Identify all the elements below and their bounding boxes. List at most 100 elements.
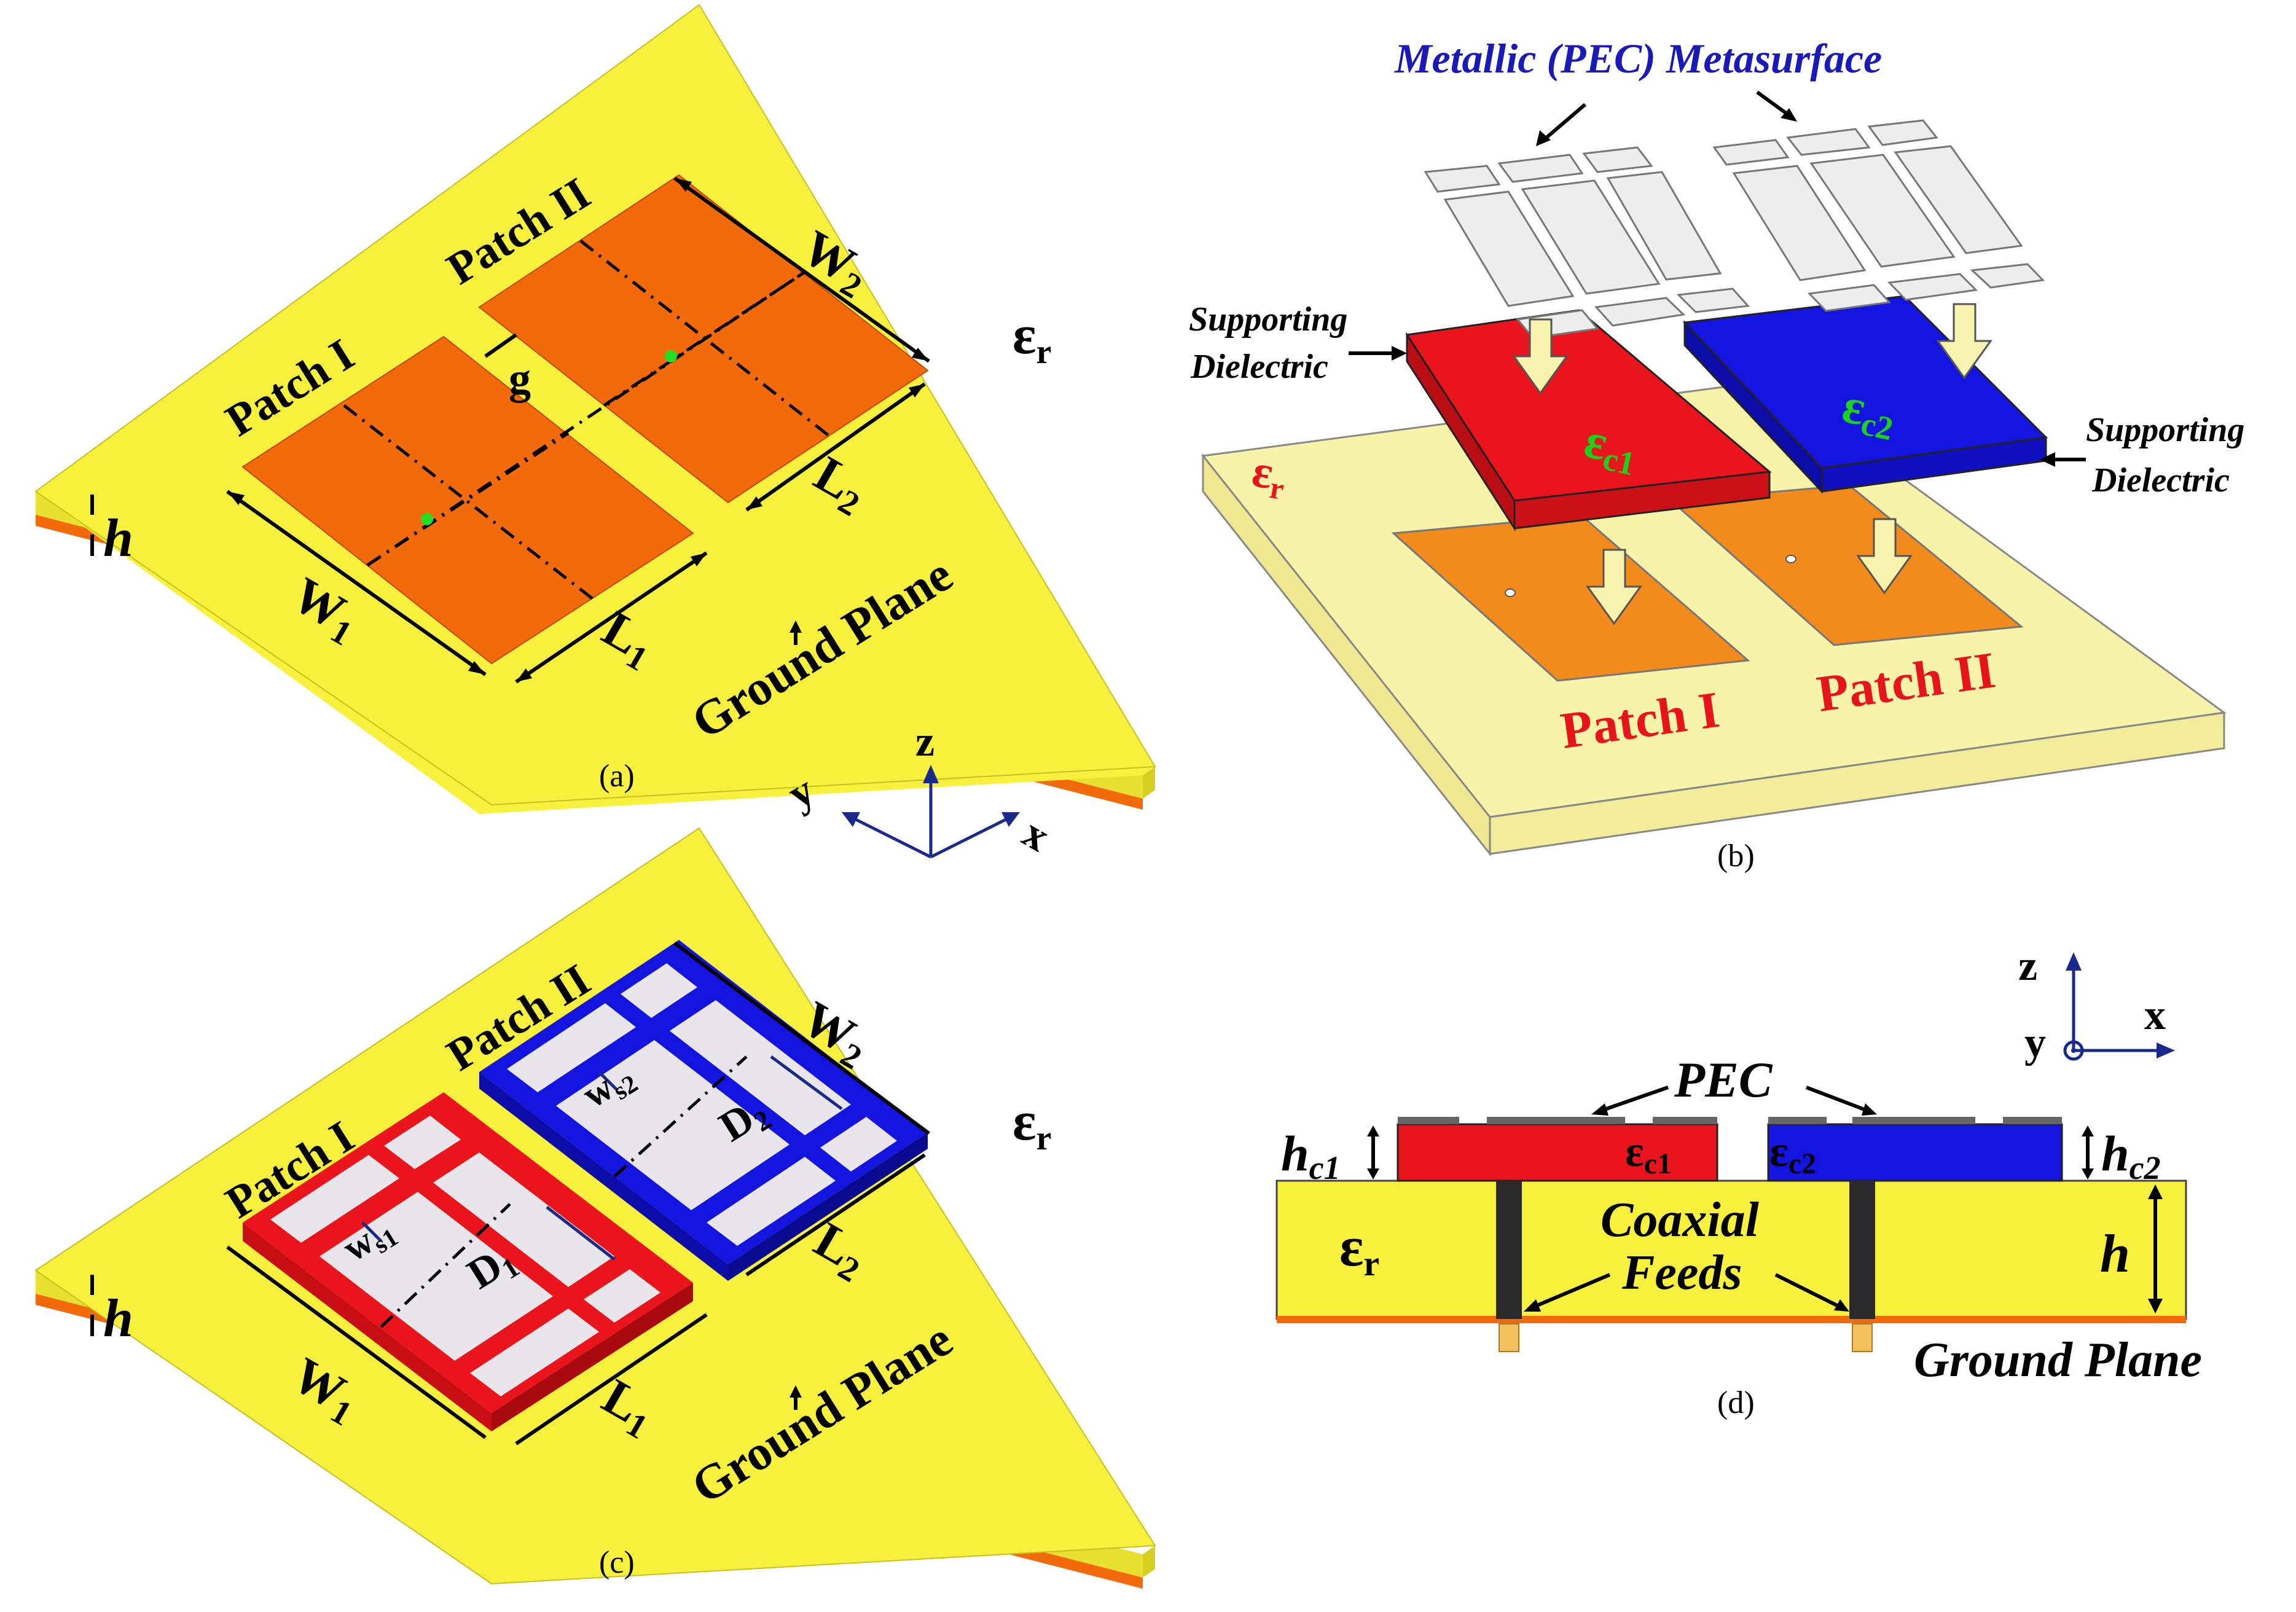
dim-g-arrow [484, 333, 517, 358]
center-line-p1-a [343, 404, 594, 600]
substrate-a-top-face [34, 4, 1156, 806]
dim-w2-arrow-c [673, 941, 930, 1135]
label-support-right-1: Supporting [2086, 411, 2244, 449]
dim-w1-arrow-c [226, 1245, 487, 1439]
dim-ws1-arrow [361, 1221, 382, 1242]
dielectric-red-c-right [492, 1283, 693, 1431]
pointer-pec-right [1805, 1086, 1872, 1114]
pointer-coax-right-head [1834, 1299, 1849, 1312]
label-epsr-a: εr [1013, 305, 1051, 371]
label-epsr-c: εr [1013, 1091, 1051, 1157]
axis-y-d-dot [2063, 1040, 2084, 1061]
axis-x-d-head [2157, 1043, 2175, 1058]
dim-l1-head-2 [691, 553, 707, 566]
caption-b: (b) [1717, 839, 1755, 874]
label-coax-1: Coaxial [1601, 1193, 1760, 1247]
label-h-a: h [103, 509, 133, 568]
label-h-c: h [103, 1289, 133, 1348]
dim-hc1-head-bot [1367, 1168, 1379, 1180]
axis-y-line [850, 815, 932, 859]
substrate-a-side-right [1143, 767, 1155, 799]
label-hc2-d: hc2 [2101, 1125, 2161, 1186]
label-h-d: h [2100, 1224, 2130, 1284]
patch-1-a [241, 335, 694, 665]
dim-w1-head-2 [468, 661, 485, 675]
center-line-p2b-a [603, 271, 805, 407]
dim-w2-arrow [673, 176, 930, 363]
dim-l2-arrow-c [745, 1153, 926, 1277]
coax-connector-1 [1499, 1323, 1519, 1352]
ground-pointer-head-c [789, 1385, 802, 1398]
ground-plane-d [1277, 1316, 2186, 1323]
axis-x-head [1001, 812, 1020, 827]
dielectric-red-c-front [243, 1223, 492, 1431]
feed-hole-2-b [1785, 555, 1796, 563]
feed-hole-1-b [1505, 589, 1516, 597]
caption-d: (d) [1717, 1385, 1755, 1420]
substrate-c-top-face [34, 827, 1156, 1585]
pointer-meta-left [1541, 103, 1586, 143]
label-g-a: g [509, 354, 531, 403]
dim-l1-arrow [515, 551, 708, 684]
metasurface-right [1712, 119, 2045, 312]
pointer-coax-left-head [1524, 1299, 1541, 1312]
label-ground-d: Ground Plane [1914, 1333, 2202, 1387]
label-support-left-1: Supporting [1189, 300, 1347, 338]
caption-c: (c) [599, 1545, 635, 1580]
label-eps-c1-b: εc1 [1579, 412, 1644, 483]
dim-hc2-head-top [2082, 1125, 2094, 1137]
panel-d: z x y PEC hc1 hc2 εc1 εc2 εr Coaxial Fee… [1275, 942, 2202, 1420]
metasurface-left [1424, 146, 1750, 339]
label-hc1-d: hc1 [1281, 1125, 1341, 1186]
axis-z-head [923, 765, 939, 783]
pointer-support-left-head [1392, 346, 1407, 361]
dim-d1-arrow [546, 1206, 616, 1261]
dim-l2-head-1 [746, 496, 762, 510]
label-eps-c2-d: εc2 [1769, 1127, 1816, 1180]
axis-z-label: z [915, 718, 934, 765]
caption-a: (a) [599, 759, 635, 794]
dim-w2-head-1 [675, 178, 692, 192]
feed-point-1-a [421, 513, 433, 525]
axis-y-head [842, 812, 860, 827]
dim-l1-head-1 [516, 668, 532, 682]
pointer-pec-left-head [1591, 1103, 1608, 1116]
substrate-d [1275, 1180, 2187, 1320]
dim-w2-head-2 [912, 348, 929, 361]
dim-h-d-head-top [2148, 1184, 2163, 1199]
dim-l2-head-2 [909, 384, 925, 397]
dim-l1-arrow-c [515, 1313, 708, 1446]
label-eps-c1-d: εc1 [1625, 1127, 1672, 1180]
pointer-pec-right-head [1862, 1103, 1877, 1116]
assembly-arrows [1512, 303, 1992, 625]
axis-x-d-label: x [2144, 992, 2166, 1039]
dielectric-blue-d [1767, 1123, 2063, 1182]
axis-z-d-head [2066, 952, 2082, 971]
pointer-meta-left-head [1536, 130, 1551, 146]
dim-d2-arrow [770, 1055, 843, 1111]
dielectric-red-right [1513, 471, 1771, 530]
center-line-diag-a [366, 271, 805, 567]
dim-ws2-arrow [598, 1071, 619, 1092]
label-support-left-2: Dielectric [1190, 348, 1328, 386]
coax-connector-2 [1852, 1323, 1873, 1352]
dim-hc2-head-bot [2082, 1168, 2094, 1180]
dielectric-red-d [1397, 1123, 1718, 1182]
label-metasurface: Metallic (PEC) Metasurface [1394, 35, 1882, 82]
panel-a: Patch I Patch II W1 L1 W2 L2 g h εr Grou… [34, 4, 1156, 814]
panel-b: Metallic (PEC) Metasurface Supporting Di… [1189, 35, 2244, 874]
substrate-c-side-right [1143, 1546, 1155, 1578]
dim-hc1-head-top [1367, 1125, 1379, 1137]
axis-x-label: x [1015, 809, 1057, 861]
coax-feed-2 [1849, 1181, 1875, 1319]
label-coax-2: Feeds [1621, 1246, 1742, 1300]
ground-pointer-head-a [789, 620, 802, 633]
dielectric-blue-c-right [728, 1132, 928, 1281]
patch-2-b [1669, 484, 2024, 646]
pointer-coax-left [1529, 1273, 1611, 1310]
center-line-p2-c [613, 1055, 748, 1178]
panel-c: Patch I Patch II W1 L1 W2 L2 ws1 ws2 D1 … [34, 827, 1156, 1589]
label-eps-r-d: εr [1339, 1215, 1379, 1283]
pointer-support-right-head [2040, 452, 2055, 467]
